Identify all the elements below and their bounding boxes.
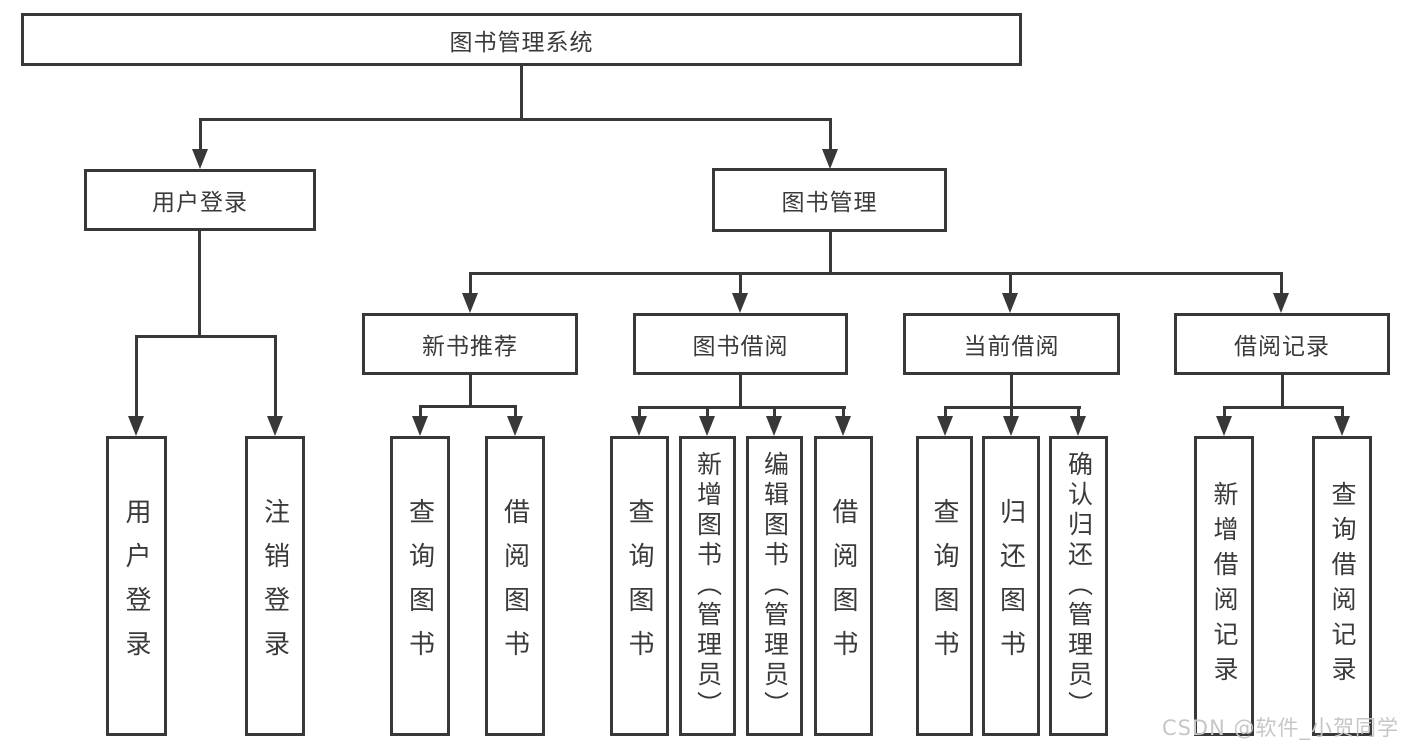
- leaf-label: 确认归还（管理员）: [1064, 451, 1094, 721]
- connector-line: [199, 118, 202, 152]
- arrow-down-icon: [732, 293, 748, 313]
- connector-line: [842, 406, 845, 418]
- arrow-down-icon: [1070, 416, 1086, 436]
- connector-line: [514, 405, 517, 418]
- connector-line: [829, 232, 832, 272]
- leaf-edit-book-admin: 编辑图书（管理员）: [746, 436, 803, 736]
- connector-line: [739, 272, 742, 296]
- node-borrow-records: 借阅记录: [1174, 313, 1390, 375]
- node-label: 图书管理: [781, 190, 878, 216]
- connector-line: [944, 406, 947, 418]
- node-label: 图书借阅: [692, 334, 789, 360]
- arrow-down-icon: [699, 416, 715, 436]
- connector-line: [706, 406, 709, 418]
- connector-line: [1223, 406, 1344, 409]
- leaf-label: 查询图书: [404, 498, 435, 674]
- connector-line: [520, 66, 523, 118]
- arrow-down-icon: [1003, 416, 1019, 436]
- leaf-label: 借阅图书: [499, 498, 530, 674]
- arrow-down-icon: [822, 149, 838, 169]
- leaf-label: 注销登录: [259, 498, 290, 674]
- leaf-borrow-books-2: 借阅图书: [814, 436, 873, 736]
- arrow-down-icon: [631, 416, 647, 436]
- connector-line: [469, 272, 472, 296]
- leaf-label: 用户登录: [121, 498, 151, 674]
- arrow-down-icon: [937, 416, 953, 436]
- node-label: 用户登录: [152, 190, 248, 216]
- arrow-down-icon: [835, 416, 851, 436]
- leaf-borrow-books-1: 借阅图书: [485, 436, 545, 736]
- connector-line: [638, 406, 846, 409]
- arrow-down-icon: [1273, 293, 1289, 313]
- connector-line: [1077, 406, 1080, 418]
- connector-line: [739, 375, 742, 407]
- connector-line: [135, 335, 277, 338]
- arrow-down-icon: [267, 416, 283, 436]
- connector-line: [469, 272, 1283, 275]
- connector-line: [1009, 272, 1012, 296]
- connector-line: [773, 406, 776, 418]
- node-label: 当前借阅: [963, 334, 1060, 360]
- arrow-down-icon: [128, 416, 144, 436]
- leaf-user-login: 用户登录: [106, 436, 167, 736]
- connector-line: [198, 231, 201, 335]
- leaf-return-book: 归还图书: [982, 436, 1040, 736]
- leaf-query-books-3: 查询图书: [916, 436, 973, 736]
- leaf-label: 新增借阅记录: [1210, 481, 1239, 691]
- arrow-down-icon: [1002, 293, 1018, 313]
- leaf-label: 归还图书: [995, 498, 1026, 674]
- node-book-management: 图书管理: [712, 168, 947, 232]
- connector-line: [274, 335, 277, 418]
- arrow-down-icon: [192, 149, 208, 169]
- leaf-add-borrow-record: 新增借阅记录: [1194, 436, 1254, 736]
- connector-line: [1223, 406, 1226, 418]
- arrow-down-icon: [507, 416, 523, 436]
- connector-line: [1281, 375, 1284, 406]
- connector-line: [199, 118, 832, 121]
- connector-line: [638, 406, 641, 418]
- node-book-borrow: 图书借阅: [633, 313, 848, 375]
- watermark: CSDN @软件_小贺同学: [1161, 716, 1399, 740]
- leaf-add-book-admin: 新增图书（管理员）: [679, 436, 736, 736]
- arrow-down-icon: [766, 416, 782, 436]
- leaf-label: 查询图书: [929, 498, 959, 674]
- arrow-down-icon: [412, 416, 428, 436]
- leaf-label: 编辑图书（管理员）: [760, 451, 790, 721]
- connector-line: [419, 405, 422, 418]
- leaf-query-books-1: 查询图书: [390, 436, 450, 736]
- leaf-label: 查询图书: [624, 498, 654, 674]
- node-user-login: 用户登录: [84, 169, 316, 231]
- arrow-down-icon: [1216, 416, 1232, 436]
- connector-line: [135, 335, 138, 418]
- node-label: 新书推荐: [422, 334, 518, 360]
- connector-line: [1010, 406, 1013, 418]
- connector-line: [829, 118, 832, 152]
- leaf-label: 新增图书（管理员）: [693, 451, 723, 721]
- connector-line: [1280, 272, 1283, 296]
- connector-line: [1010, 375, 1013, 406]
- leaf-logout: 注销登录: [245, 436, 305, 736]
- arrow-down-icon: [462, 293, 478, 313]
- node-label: 图书管理系统: [449, 29, 594, 56]
- node-root: 图书管理系统: [21, 13, 1022, 66]
- connector-line: [469, 375, 472, 406]
- leaf-query-books-2: 查询图书: [610, 436, 669, 736]
- connector-line: [419, 405, 517, 408]
- leaf-label: 查询借阅记录: [1328, 481, 1357, 691]
- leaf-confirm-return-admin: 确认归还（管理员）: [1049, 436, 1108, 736]
- node-current-borrow: 当前借阅: [903, 313, 1120, 375]
- node-new-book-recommend: 新书推荐: [362, 313, 578, 375]
- arrow-down-icon: [1334, 416, 1350, 436]
- leaf-query-borrow-record: 查询借阅记录: [1312, 436, 1372, 736]
- connector-line: [1341, 406, 1344, 418]
- leaf-label: 借阅图书: [828, 498, 858, 674]
- node-label: 借阅记录: [1234, 334, 1330, 360]
